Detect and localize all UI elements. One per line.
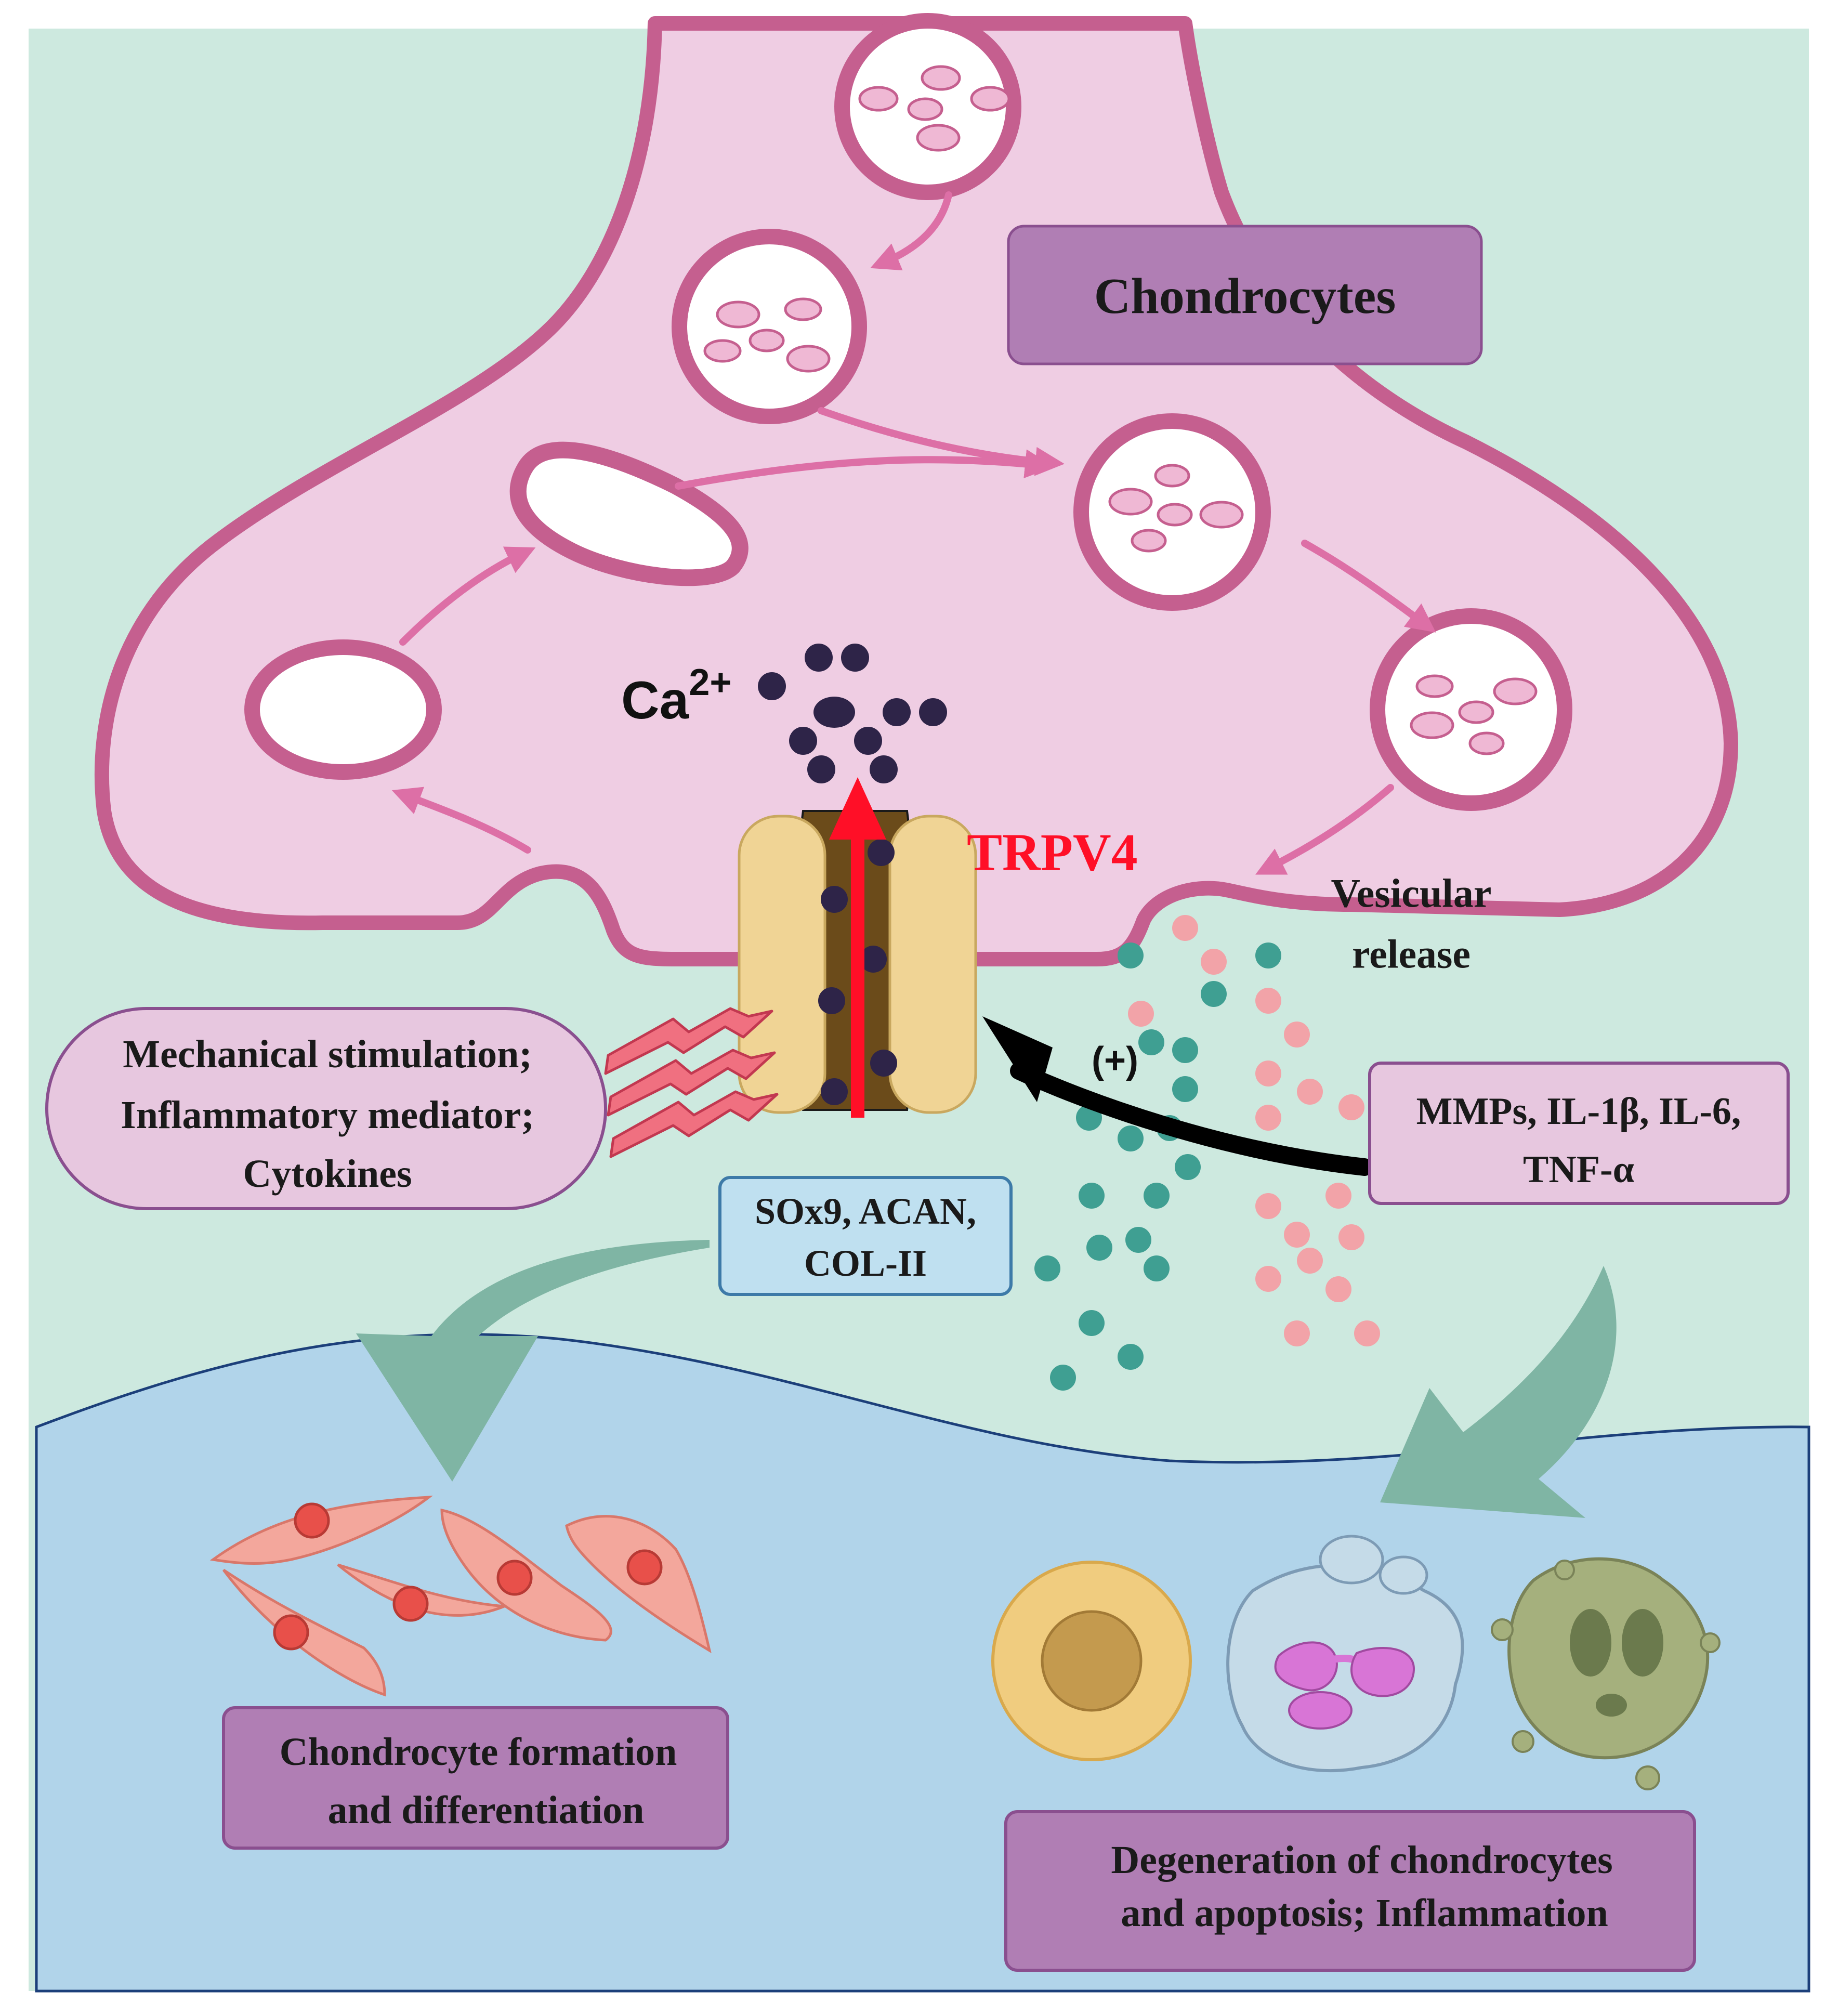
- mediators-line1: MMPs, IL-1β, IL-6,: [1416, 1090, 1741, 1133]
- stimuli-line2: Inflammatory mediator;: [121, 1093, 534, 1137]
- vesicle-icon: [1370, 608, 1572, 811]
- calcium-label: Ca2+: [621, 662, 731, 730]
- degeneration-line1: Degeneration of chondrocytes: [1111, 1838, 1612, 1882]
- markers-line1: SOx9, ACAN,: [755, 1190, 976, 1232]
- vesicular-release-line2: release: [1352, 932, 1471, 977]
- markers-box: [718, 1176, 1013, 1296]
- degeneration-line2: and apoptosis; Inflammation: [1121, 1891, 1608, 1935]
- ion-channel-icon: [738, 777, 977, 1118]
- degeneration-box: [1004, 1810, 1696, 1972]
- vesicle-icon: [1073, 413, 1271, 611]
- chondrocyte-cell-body: [94, 16, 1738, 966]
- activation-arrow: [982, 1016, 1373, 1176]
- necrotic-cell-icon: [1491, 1557, 1721, 1790]
- trpv4-label: TRPV4: [967, 823, 1138, 882]
- vesicle-icon: [834, 13, 1021, 200]
- vesicle-icon: [244, 639, 442, 780]
- chondrocytes-title-box: [1007, 225, 1483, 365]
- chondrocytes-title: Chondrocytes: [1094, 268, 1396, 324]
- released-pink-particles: [1128, 915, 1380, 1346]
- stimuli-line1: Mechanical stimulation;: [123, 1032, 532, 1076]
- spindle-cell-icon: [209, 1496, 712, 1697]
- positive-regulation-label: (+): [1092, 1040, 1138, 1081]
- differentiation-arrow: [356, 1240, 710, 1482]
- stimuli-box: [45, 1007, 607, 1210]
- markers-line2: COL-II: [804, 1242, 927, 1284]
- round-cell-icon: [991, 1561, 1192, 1761]
- formation-line2: and differentiation: [328, 1788, 645, 1832]
- calcium-ions: [758, 644, 947, 783]
- apoptotic-cell-icon: [1226, 1535, 1464, 1772]
- formation-line1: Chondrocyte formation: [280, 1730, 677, 1774]
- vesicle-icon: [672, 229, 867, 424]
- formation-box: [222, 1706, 729, 1850]
- mediators-box: [1368, 1062, 1790, 1205]
- vesicle-icon: [509, 441, 749, 586]
- trafficking-arrows: [391, 191, 1436, 875]
- lightning-bolt-icon: [604, 1007, 779, 1158]
- degeneration-arrow: [1380, 1266, 1617, 1518]
- stimuli-line3: Cytokines: [243, 1152, 412, 1196]
- vesicular-release-line1: Vesicular: [1331, 871, 1491, 916]
- mediators-line2: TNF-α: [1523, 1148, 1634, 1191]
